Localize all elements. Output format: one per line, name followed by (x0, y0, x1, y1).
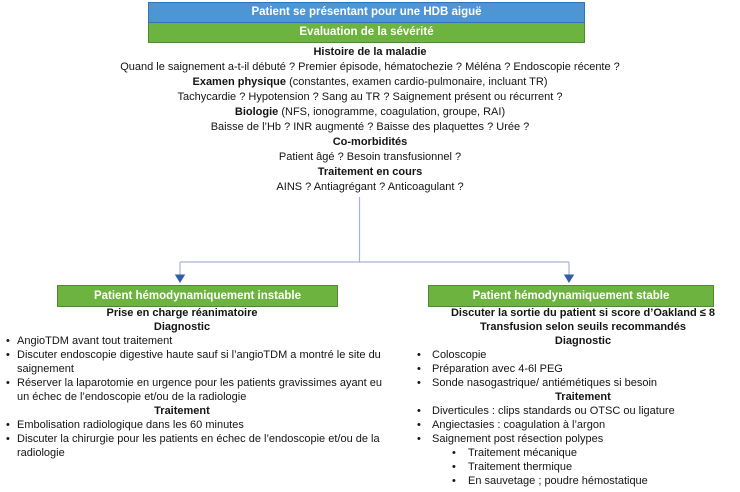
bullet-text: AngioTDM avant tout traitement (17, 335, 173, 347)
bullet-icon: • (417, 405, 421, 417)
assessment-line-text: Patient âgé ? Besoin transfusionnel ? (278, 151, 462, 163)
bullet-icon: • (417, 377, 421, 389)
sub-bullet-item: • Traitement thermique (452, 460, 740, 474)
bullet-text: Discuter la chirurgie pour les patients … (17, 433, 380, 459)
bullet-item: • Discuter endoscopie digestive haute sa… (6, 348, 394, 376)
stable-diagnostic-header: Diagnostic (554, 335, 612, 347)
sub-bullet-text: Traitement mécanique (468, 447, 578, 459)
bullet-text: Discuter endoscopie digestive haute sauf… (17, 349, 381, 375)
bullet-item: • Coloscopie (417, 348, 740, 362)
stable-column: Discuter la sortie du patient si score d… (410, 306, 740, 488)
assessment-line: Baisse de l’Hb ? INR augmenté ? Baisse d… (0, 120, 740, 135)
assessment-line: Traitement en cours (0, 165, 740, 180)
assessment-line-bold: Traitement en cours (317, 166, 423, 178)
header-bars: Patient se présentant pour une HDB aiguë… (148, 2, 585, 43)
branch-connector (174, 197, 575, 283)
unstable-patient-box: Patient hémodynamiquement instable (57, 285, 338, 307)
assessment-line: Examen physique (constantes, examen card… (0, 75, 740, 90)
unstable-resuscitation-header: Prise en charge réanimatoire (106, 307, 258, 319)
assessment-line-bold: Biologie (234, 106, 279, 118)
assessment-line-text: Baisse de l’Hb ? INR augmenté ? Baisse d… (210, 121, 530, 133)
assessment-line-text: Quand le saignement a-t-il débuté ? Prem… (120, 61, 620, 73)
unstable-column: Prise en charge réanimatoire Diagnostic … (6, 306, 394, 460)
sub-bullet-icon: • (452, 447, 456, 459)
bullet-item: • Discuter la chirurgie pour les patient… (6, 432, 394, 460)
assessment-line: Biologie (NFS, ionogramme, coagulation, … (0, 105, 740, 120)
assessment-line-bold: Histoire de la maladie (313, 46, 427, 58)
assessment-line: Co-morbidités (0, 135, 740, 150)
bullet-icon: • (6, 377, 10, 389)
bullet-icon: • (417, 363, 421, 375)
assessment-line-text: (constantes, examen cardio-pulmonaire, i… (286, 76, 548, 88)
patient-hdb-title-bar: Patient se présentant pour une HDB aiguë (148, 2, 585, 23)
right-arrowhead-icon (563, 274, 575, 283)
assessment-line: Quand le saignement a-t-il débuté ? Prem… (0, 60, 740, 75)
connector-lines (179, 197, 570, 275)
stable-transfusion-header: Transfusion selon seuils recommandés (479, 321, 686, 333)
bullet-icon: • (6, 419, 10, 431)
bullet-item: • Diverticules : clips standards ou OTSC… (417, 404, 740, 418)
bullet-item: • Angiectasies : coagulation à l’argon (417, 418, 740, 432)
bullet-icon: • (417, 349, 421, 361)
assessment-line: Tachycardie ? Hypotension ? Sang au TR ?… (0, 90, 740, 105)
sub-bullet-text: En sauvetage ; poudre hémostatique (468, 475, 648, 487)
bullet-text: Angiectasies : coagulation à l’argon (432, 419, 606, 431)
assessment-line-bold: Co-morbidités (332, 136, 408, 148)
sub-bullet-item: • En sauvetage ; poudre hémostatique (452, 474, 740, 488)
severity-evaluation-bar: Evaluation de la sévérité (148, 23, 585, 43)
assessment-line-text: AINS ? Antiagrégant ? Anticoagulant ? (276, 181, 464, 193)
sub-bullet-icon: • (452, 461, 456, 473)
bullet-item: • Saignement post résection polypes (417, 432, 740, 446)
bullet-icon: • (417, 419, 421, 431)
severity-evaluation-label: Evaluation de la sévérité (299, 26, 434, 38)
bullet-icon: • (6, 349, 10, 361)
patient-hdb-title-label: Patient se présentant pour une HDB aiguë (251, 6, 482, 18)
assessment-line-text: (NFS, ionogramme, coagulation, groupe, R… (278, 106, 506, 118)
assessment-line: Histoire de la maladie (0, 45, 740, 60)
stable-patient-label: Patient hémodynamiquement stable (472, 290, 670, 302)
bullet-item: • Embolisation radiologique dans les 60 … (6, 418, 394, 432)
assessment-line-bold: Examen physique (192, 76, 287, 88)
unstable-treatment-header: Traitement (154, 405, 210, 417)
bullet-item: • Réserver la laparotomie en urgence pou… (6, 376, 394, 404)
stable-patient-box: Patient hémodynamiquement stable (428, 285, 714, 307)
severity-assessment-block: Histoire de la maladie Quand le saigneme… (0, 45, 740, 195)
assessment-line-text: Tachycardie ? Hypotension ? Sang au TR ?… (177, 91, 563, 103)
unstable-diagnostic-header: Diagnostic (153, 321, 211, 333)
bullet-item: • Sonde nasogastrique/ antiémétiques si … (417, 376, 740, 390)
bullet-text: Saignement post résection polypes (432, 433, 604, 445)
bullet-text: Embolisation radiologique dans les 60 mi… (17, 419, 244, 431)
bullet-text: Coloscopie (432, 349, 487, 361)
sub-bullet-item: • Traitement mécanique (452, 446, 740, 460)
bullet-icon: • (6, 433, 10, 445)
bullet-text: Préparation avec 4-6l PEG (432, 363, 563, 375)
sub-bullet-text: Traitement thermique (468, 461, 573, 473)
bullet-text: Diverticules : clips standards ou OTSC o… (432, 405, 675, 417)
left-arrowhead-icon (174, 274, 186, 283)
sub-bullet-icon: • (452, 475, 456, 487)
assessment-line: AINS ? Antiagrégant ? Anticoagulant ? (0, 180, 740, 195)
unstable-patient-label: Patient hémodynamiquement instable (93, 290, 302, 302)
stable-discharge-header: Discuter la sortie du patient si score d… (450, 307, 715, 319)
stable-treatment-header: Traitement (555, 391, 611, 403)
bullet-item: • AngioTDM avant tout traitement (6, 334, 394, 348)
bullet-text: Réserver la laparotomie en urgence pour … (17, 377, 383, 403)
bullet-text: Sonde nasogastrique/ antiémétiques si be… (432, 377, 658, 389)
bullet-item: • Préparation avec 4-6l PEG (417, 362, 740, 376)
bullet-icon: • (6, 335, 10, 347)
bullet-icon: • (417, 433, 421, 445)
assessment-line: Patient âgé ? Besoin transfusionnel ? (0, 150, 740, 165)
